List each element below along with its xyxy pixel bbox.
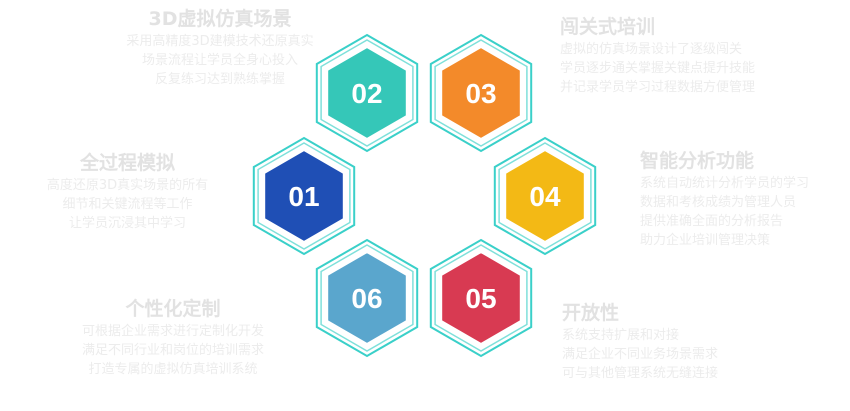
hexagon-05-fill <box>440 250 522 346</box>
block-02-desc-2: 场景流程让学员全身心投入 <box>141 53 298 68</box>
hexagon-04-outer-ring <box>493 136 597 256</box>
hexagon-03-inner-ring <box>434 39 528 147</box>
hexagon-06-outer-ring <box>315 238 419 358</box>
block-06-desc-3: 打造专属的虚拟仿真培训系统 <box>88 362 258 377</box>
block-05-title: 开放性 <box>562 302 620 324</box>
block-02-desc-3: 反复练习达到熟练掌握 <box>154 72 285 87</box>
block-04-desc-1: 系统自动统计分析学员的学习 <box>640 176 810 191</box>
block-06-desc-1: 可根据企业需求进行定制化开发 <box>81 324 264 339</box>
hexagon-02-fill <box>326 45 408 141</box>
block-03-title: 闯关式培训 <box>560 16 656 38</box>
block-02-title: 3D虚拟仿真场景 <box>148 8 292 30</box>
block-04-desc-2: 数据和考核成绩为管理人员 <box>640 195 797 210</box>
block-05: 开放性 系统支持扩展和对接 满足企业不同业务场景需求 可与其他管理系统无缝连接 <box>562 300 832 383</box>
hexagon-05-inner-ring <box>434 244 528 352</box>
hexagon-01-inner-ring <box>257 142 351 250</box>
block-04-desc-4: 助力企业培训管理决策 <box>640 233 771 248</box>
block-01-title: 全过程模拟 <box>79 152 175 174</box>
hexagon-03-outer-ring <box>429 33 533 153</box>
hexagon-03-label: 03 <box>465 78 496 109</box>
block-06-desc-2: 满足不同行业和岗位的培训需求 <box>81 343 264 358</box>
hexagon-02: 02 <box>315 33 419 153</box>
hexagon-04: 04 <box>493 136 597 256</box>
block-05-desc-3: 可与其他管理系统无缝连接 <box>562 366 719 381</box>
hexagon-04-label: 04 <box>529 181 561 212</box>
hexagon-05-outer-ring <box>429 238 533 358</box>
block-01: 全过程模拟 高度还原3D真实场景的所有 细节和关键流程等工作 让学员沉浸其中学习 <box>0 150 255 233</box>
block-01-desc-2: 细节和关键流程等工作 <box>62 197 193 212</box>
block-03: 闯关式培训 虚拟的仿真场景设计了逐级闯关 学员逐步通关掌握关键点提升技能 并记录… <box>560 14 830 97</box>
hexagon-04-inner-ring <box>498 142 592 250</box>
hexagon-06: 06 <box>315 238 419 358</box>
block-06: 个性化定制 可根据企业需求进行定制化开发 满足不同行业和岗位的培训需求 打造专属… <box>28 296 318 379</box>
block-05-desc-1: 系统支持扩展和对接 <box>562 328 680 343</box>
block-04-desc-3: 提供准确全面的分析报告 <box>640 214 784 229</box>
hexagon-02-label: 02 <box>351 78 382 109</box>
hexagon-06-label: 06 <box>351 283 382 314</box>
hexagon-01-fill <box>263 148 345 244</box>
block-01-desc-1: 高度还原3D真实场景的所有 <box>46 178 209 193</box>
hexagon-03-fill <box>440 45 522 141</box>
hexagon-06-fill <box>326 250 408 346</box>
block-06-title: 个性化定制 <box>125 298 221 320</box>
block-04-title: 智能分析功能 <box>640 150 755 172</box>
hexagon-01: 01 <box>252 136 356 256</box>
hexagon-06-inner-ring <box>320 244 414 352</box>
block-03-desc-1: 虚拟的仿真场景设计了逐级闯关 <box>560 42 743 57</box>
hexagon-05: 05 <box>429 238 533 358</box>
block-01-desc-3: 让学员沉浸其中学习 <box>68 216 186 231</box>
hexagon-01-outer-ring <box>252 136 356 256</box>
hexagon-02-inner-ring <box>320 39 414 147</box>
block-02-desc-1: 采用高精度3D建模技术还原真实 <box>126 34 314 49</box>
hexagon-05-label: 05 <box>465 283 496 314</box>
block-03-desc-3: 并记录学员学习过程数据方便管理 <box>560 80 756 95</box>
block-05-desc-2: 满足企业不同业务场景需求 <box>562 347 719 362</box>
block-03-desc-2: 学员逐步通关掌握关键点提升技能 <box>560 61 756 76</box>
hexagon-01-label: 01 <box>288 181 319 212</box>
hexagon-04-fill <box>504 148 586 244</box>
block-02: 3D虚拟仿真场景 采用高精度3D建模技术还原真实 场景流程让学员全身心投入 反复… <box>120 6 320 89</box>
block-04: 智能分析功能 系统自动统计分析学员的学习 数据和考核成绩为管理人员 提供准确全面… <box>640 148 840 250</box>
hexagon-02-outer-ring <box>315 33 419 153</box>
hexagon-03: 03 <box>429 33 533 153</box>
